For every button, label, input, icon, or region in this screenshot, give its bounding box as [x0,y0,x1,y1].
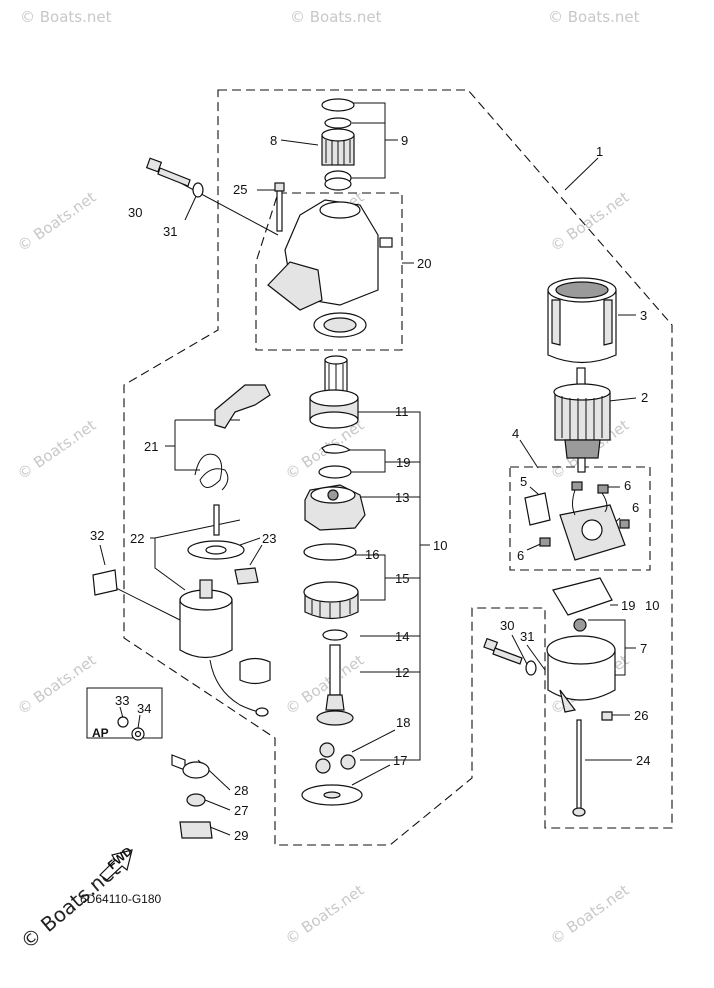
callout-10: 10 [433,538,447,553]
watermark: © Boats.net [290,8,382,26]
bolt-25 [274,182,285,232]
callout-6: 6 [624,478,631,493]
callout-3: 3 [640,308,647,323]
bolt-30-upper [145,157,204,198]
callout-31: 31 [163,224,177,239]
yoke [547,277,617,364]
callout-18: 18 [396,715,410,730]
ap-box [86,687,163,739]
callout-6: 6 [632,500,639,515]
callout-19: 19 [396,455,410,470]
planet-gears [315,742,356,774]
callout-32: 32 [90,528,104,543]
front-cover [267,199,393,338]
callout-numbers: 1 2 3 4 5 6 6 6 7 8 9 10 19 10 11 12 13 … [90,133,659,872]
callout-21: 21 [144,439,158,454]
clutch-assembly [309,355,359,429]
watermark: © Boats.net [14,416,99,483]
callout-27: 27 [234,803,248,818]
washer-14 [322,629,348,641]
magnetic-switch [179,504,269,717]
callout-6: 6 [517,548,524,563]
callout-24: 24 [636,753,650,768]
callout-10-rear: 10 [645,598,659,613]
callout-9: 9 [401,133,408,148]
callout-22: 22 [130,531,144,546]
brush-holder [524,481,630,561]
callout-23: 23 [262,531,276,546]
callout-7: 7 [640,641,647,656]
callout-12: 12 [395,665,409,680]
callout-29: 29 [234,828,248,843]
screw-26 [601,711,613,721]
callout-4: 4 [512,426,519,441]
watermark: © Boats.net [282,651,367,718]
callout-19-rear: 19 [621,598,635,613]
fwd-arrow-icon [99,849,133,881]
callout-14: 14 [395,629,409,644]
watermark: © Boats.net [20,8,112,26]
callout-30: 30 [128,205,142,220]
callout-1: 1 [596,144,603,159]
callout-30: 30 [500,618,514,633]
nut-washer [117,716,145,741]
label-plate [92,569,118,596]
callout-26: 26 [634,708,648,723]
planetary-gear-carrier [304,484,366,531]
callout-17: 17 [393,753,407,768]
pinion-shaft [316,644,354,726]
bolt-30-lower [483,637,537,676]
callout-13: 13 [395,490,409,505]
callout-11: 11 [395,404,409,419]
pinion-gear-group [321,98,355,191]
armature [553,367,611,473]
watermark: © Boats.net [547,188,632,255]
watermark: © Boats.net [14,188,99,255]
main-assembly-outline [123,89,673,846]
rubber-blocks [234,567,271,685]
clip-washer [318,443,352,479]
callout-8: 8 [270,133,277,148]
plate [301,784,363,806]
rear-cover [546,635,616,713]
callout-25: 25 [233,182,247,197]
watermark: © Boats.net [547,881,632,948]
diagram-code: 6D64110-G180 [80,892,161,906]
watermark: © Boats.net [282,881,367,948]
callout-34: 34 [137,701,151,716]
rear-plate [552,577,613,632]
through-bolt [572,719,586,817]
callout-28: 28 [234,783,248,798]
callout-15: 15 [395,571,409,586]
ap-label: AP [92,726,109,740]
cable-fittings [171,754,213,839]
watermark: © Boats.net [548,8,640,26]
callout-20: 20 [417,256,431,271]
callout-31: 31 [520,629,534,644]
callout-5: 5 [520,474,527,489]
callout-16: 16 [365,547,379,562]
callout-2: 2 [641,390,648,405]
front-cover-outline [255,192,403,351]
parts [92,98,630,881]
lever-and-spring [194,384,271,491]
internal-gear [303,543,359,620]
callout-33: 33 [115,693,129,708]
